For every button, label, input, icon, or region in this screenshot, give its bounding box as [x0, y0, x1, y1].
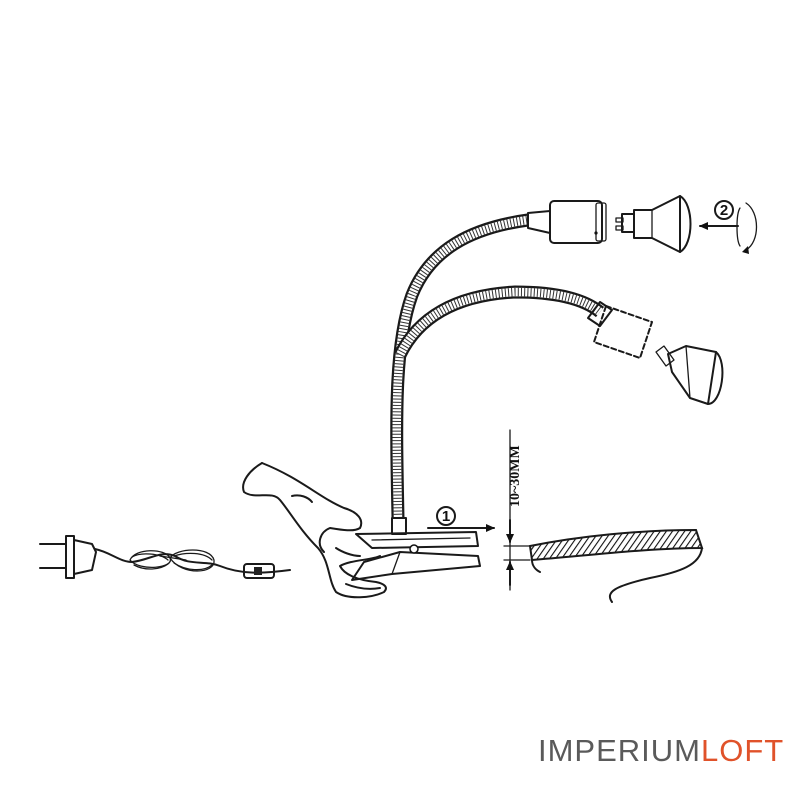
- step-1-label: 1: [442, 508, 450, 525]
- lower-gu10-bulb: [655, 345, 724, 405]
- upper-gu10-bulb: [615, 195, 692, 253]
- hand-illustration: [242, 462, 387, 599]
- power-cable: [94, 548, 291, 574]
- upper-lamp-holder: [527, 200, 607, 244]
- upper-gooseneck: [390, 213, 529, 519]
- table-surface: [528, 528, 704, 603]
- step-1-indicator: 1: [427, 506, 495, 532]
- inline-switch: [243, 563, 275, 579]
- lower-lamp-holder: [587, 301, 653, 359]
- step-2-label: 2: [720, 202, 728, 219]
- lamp-clip: [351, 517, 481, 581]
- step-2-indicator: 2: [699, 200, 758, 254]
- thickness-label: 10~30MM: [508, 445, 523, 507]
- brand-watermark: IMPERIUMLOFT: [538, 733, 784, 769]
- brand-part-2: LOFT: [701, 733, 785, 768]
- lower-gooseneck: [394, 285, 605, 358]
- brand-part-1: IMPERIUM: [538, 733, 701, 768]
- thickness-dimension: 10~30MM: [503, 429, 531, 591]
- power-plug: [39, 535, 97, 579]
